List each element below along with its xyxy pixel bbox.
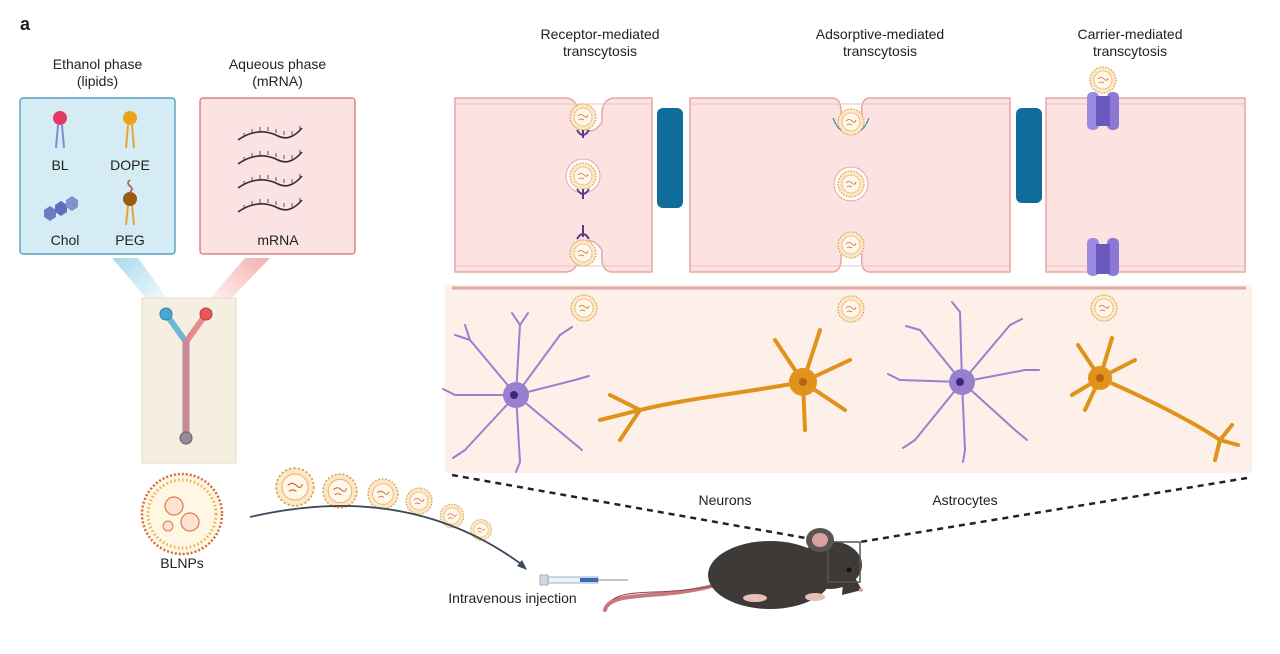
adsorptive-mediated-vesicles bbox=[832, 108, 870, 259]
ethanol-phase-title: Ethanol phase (lipids) bbox=[52, 56, 143, 89]
zoom-box bbox=[827, 541, 861, 583]
neuron-1-icon bbox=[598, 328, 852, 442]
zoom-line-right bbox=[859, 476, 1248, 544]
ethanol-phase-box bbox=[19, 97, 176, 255]
aqueous-phase-title: Aqueous phase (mRNA) bbox=[228, 56, 327, 89]
neurons-label: Neurons bbox=[698, 492, 752, 508]
tight-junction-1 bbox=[657, 108, 683, 208]
brain-particle-1 bbox=[570, 294, 598, 322]
chol-label: Chol bbox=[50, 232, 80, 248]
peg-label: PEG bbox=[115, 232, 145, 248]
zoom-line-left bbox=[451, 473, 829, 544]
bl-label: BL bbox=[51, 157, 69, 173]
dope-label: DOPE bbox=[110, 157, 150, 173]
arrow-head-icon bbox=[517, 560, 527, 570]
astrocytes-label: Astrocytes bbox=[932, 492, 998, 508]
bl-lipid-icon bbox=[53, 111, 67, 149]
syringe-icon bbox=[539, 574, 628, 586]
receptor-mediated-vesicles bbox=[565, 103, 601, 267]
mrna-ticks bbox=[243, 126, 301, 209]
dope-lipid-icon bbox=[123, 111, 137, 149]
receptor-mediated-title: Receptor-mediated transcytosis bbox=[540, 26, 660, 59]
adsorptive-mediated-title: Adsorptive-mediated transcytosis bbox=[815, 26, 945, 59]
tight-junction-2 bbox=[1016, 108, 1042, 203]
mouse-icon bbox=[603, 528, 863, 612]
blnps-label: BLNPs bbox=[160, 555, 204, 571]
astrocyte-1-icon bbox=[442, 312, 590, 473]
peg-lipid-icon bbox=[123, 179, 137, 226]
neuron-2-icon bbox=[1070, 336, 1240, 462]
carrier-mediated-title: Carrier-mediated transcytosis bbox=[1077, 26, 1183, 59]
y-junction-channel bbox=[159, 307, 213, 445]
intravenous-injection-label: Intravenous injection bbox=[448, 590, 577, 606]
aqueous-phase-box bbox=[199, 97, 356, 255]
mrna-label: mRNA bbox=[257, 232, 299, 248]
brain-particle-2 bbox=[837, 295, 865, 323]
mrna-strands-icon bbox=[237, 127, 303, 213]
panel-letter: a bbox=[20, 14, 31, 34]
astrocyte-2-icon bbox=[887, 301, 1040, 463]
carrier-transporter-icon-top bbox=[1087, 66, 1119, 130]
carrier-transporter-icon-bottom bbox=[1087, 238, 1119, 276]
brain-particle-3 bbox=[1090, 294, 1118, 322]
blnp-particle-icon bbox=[140, 472, 224, 556]
cholesterol-icon bbox=[44, 196, 78, 221]
injection-arrow bbox=[249, 505, 526, 568]
